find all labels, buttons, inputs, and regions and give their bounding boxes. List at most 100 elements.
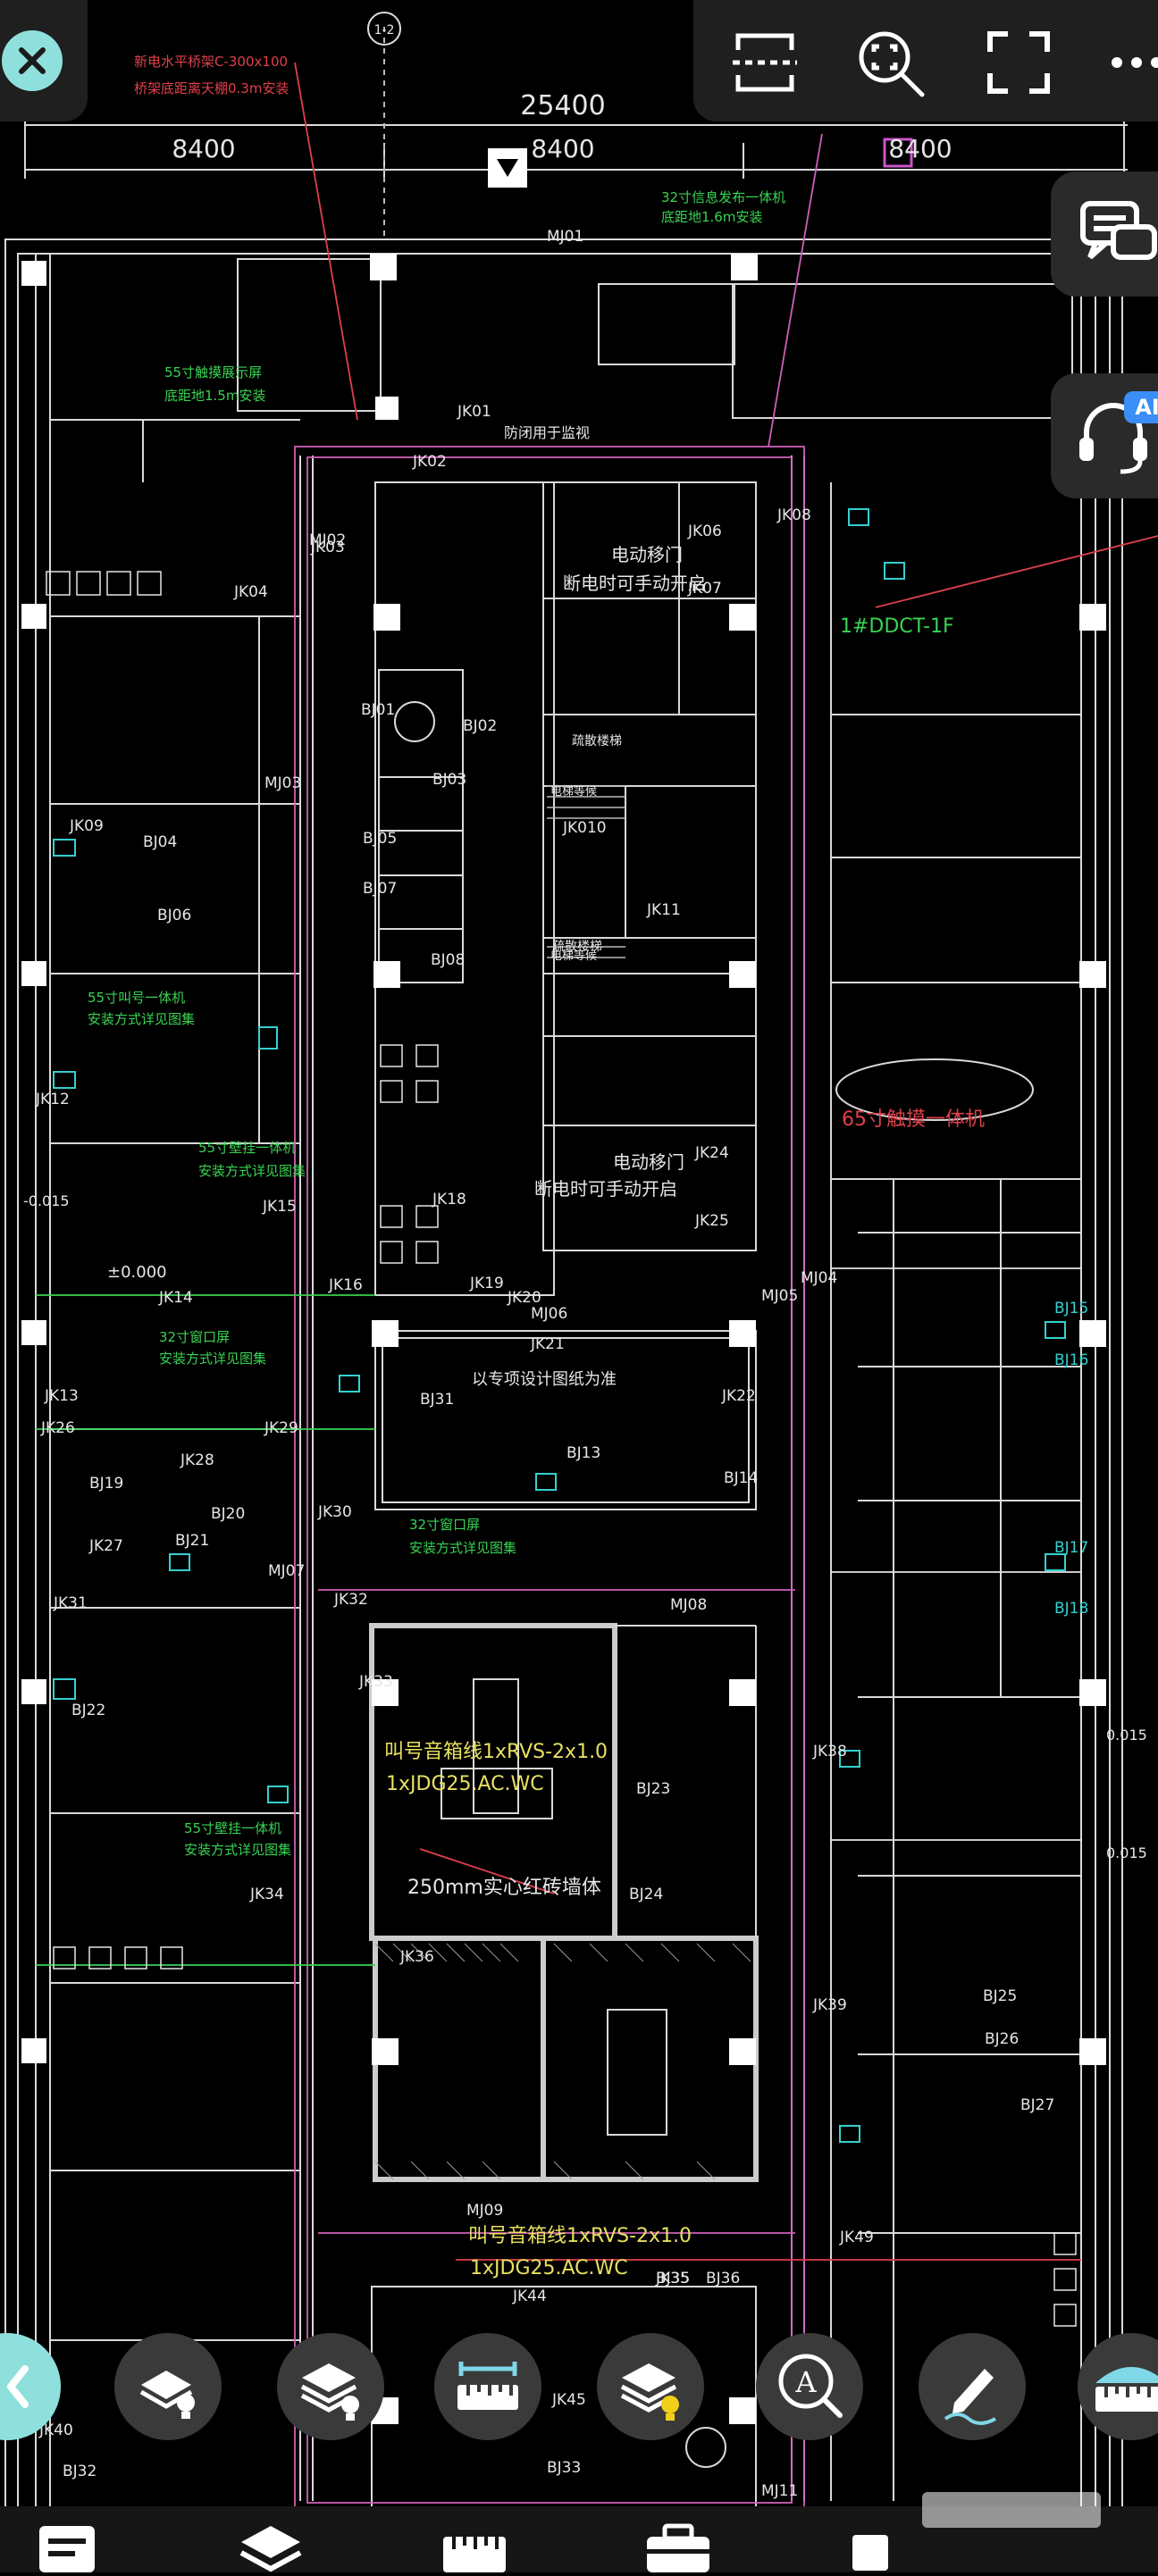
close-button[interactable] bbox=[0, 0, 88, 121]
tag-jk11: JK11 bbox=[646, 901, 681, 919]
markup-pen-icon bbox=[944, 2369, 996, 2425]
layers-manager-button[interactable] bbox=[277, 2333, 384, 2440]
tag-jk39: JK39 bbox=[812, 1996, 847, 2014]
tag-bj24: BJ24 bbox=[629, 1886, 663, 1903]
tag-jk29: JK29 bbox=[264, 1419, 298, 1437]
note-label-16: 1xJDG25.AC.WC bbox=[386, 1773, 544, 1795]
note-label-7: 安装方式详见图集 bbox=[198, 1163, 306, 1179]
tag-jk21: JK21 bbox=[530, 1335, 565, 1353]
tag-jk19: JK19 bbox=[469, 1275, 504, 1292]
tag-bj01: BJ01 bbox=[361, 701, 395, 719]
tag-bj22: BJ22 bbox=[71, 1702, 105, 1719]
tag-bj15: BJ15 bbox=[1054, 1300, 1088, 1317]
tag-jk38: JK38 bbox=[812, 1743, 847, 1761]
tag-bj04: BJ04 bbox=[143, 833, 177, 851]
back-button[interactable] bbox=[0, 2333, 61, 2440]
tag-jk28: JK28 bbox=[180, 1451, 214, 1469]
svg-text:A: A bbox=[794, 2365, 817, 2399]
note-label-11: 安装方式详见图集 bbox=[184, 1842, 291, 1858]
note-label-20: 电动移门 bbox=[611, 544, 683, 565]
crop-button[interactable] bbox=[726, 23, 804, 102]
tag-jk33: JK33 bbox=[358, 1673, 393, 1691]
tag-mj01: MJ01 bbox=[547, 228, 583, 246]
ai-assistant-button[interactable]: AI bbox=[1051, 373, 1158, 498]
tag-jk49: JK49 bbox=[839, 2229, 874, 2246]
tag-mj02: MJ02 bbox=[309, 531, 346, 549]
ruler-tool-button[interactable] bbox=[1078, 2333, 1158, 2440]
tag-jk20: JK20 bbox=[507, 1289, 541, 1307]
tag-bj16: BJ16 bbox=[1054, 1351, 1088, 1369]
tag-mj03: MJ03 bbox=[264, 774, 301, 792]
markup-button[interactable] bbox=[919, 2333, 1026, 2440]
tag-bj13: BJ13 bbox=[566, 1444, 600, 1462]
ai-badge: AI bbox=[1135, 395, 1158, 420]
tab-toolbox[interactable] bbox=[638, 2519, 718, 2572]
tag-jk06: JK06 bbox=[687, 523, 722, 540]
top-toolbar bbox=[693, 0, 1158, 121]
note-label-22: 电动移门 bbox=[613, 1151, 684, 1173]
tag-mj06: MJ06 bbox=[531, 1305, 567, 1323]
text-search-button[interactable]: A bbox=[756, 2333, 863, 2440]
tag-jk03: JK03 bbox=[310, 539, 345, 556]
tag-jk45: JK45 bbox=[551, 2391, 586, 2409]
layers-icon bbox=[239, 2526, 302, 2572]
tag-jk31: JK31 bbox=[53, 1594, 88, 1612]
note-label-2: 55寸触摸展示屏 bbox=[164, 364, 262, 381]
measure-button[interactable] bbox=[434, 2333, 541, 2440]
chat-icon bbox=[1080, 201, 1157, 260]
tag-jk02: JK02 bbox=[412, 453, 447, 471]
tag-bj33: BJ33 bbox=[547, 2459, 581, 2477]
tag-jk24: JK24 bbox=[694, 1144, 729, 1162]
tab-layers[interactable] bbox=[231, 2519, 311, 2572]
layer-visibility-button[interactable] bbox=[114, 2333, 222, 2440]
dim-span-c-label: 8400 bbox=[888, 134, 952, 163]
tag-bj35: BJ35 bbox=[656, 2270, 690, 2287]
tab-measure[interactable] bbox=[434, 2519, 515, 2572]
layer-bulb-icon bbox=[139, 2371, 195, 2419]
ruler-icon bbox=[443, 2537, 506, 2572]
close-icon bbox=[19, 47, 46, 74]
tag-mj05: MJ05 bbox=[761, 1287, 798, 1305]
note-label-34: 防闭用于监视 bbox=[504, 424, 590, 441]
layers-yellow-bulb-icon bbox=[620, 2363, 679, 2421]
headset-ai-icon: AI bbox=[1079, 391, 1158, 474]
tag-bj07: BJ07 bbox=[363, 880, 397, 898]
tag-jk04: JK04 bbox=[233, 583, 268, 601]
tab-more[interactable] bbox=[842, 2519, 922, 2572]
zoom-region-button[interactable] bbox=[851, 23, 929, 102]
note-label-1: 底距地1.6m安装 bbox=[661, 209, 762, 225]
tag-bj05: BJ05 bbox=[363, 830, 397, 848]
note-label-33: 0.015 bbox=[1106, 1844, 1147, 1861]
more-icon bbox=[1112, 57, 1158, 68]
tag-bj25: BJ25 bbox=[983, 1987, 1017, 2005]
tag-bj36: BJ36 bbox=[706, 2270, 740, 2287]
note-label-28: 1#DDCT-1F bbox=[840, 615, 954, 638]
note-label-27: 电梯等候 bbox=[550, 949, 597, 963]
note-label-17: 250mm实心红砖墙体 bbox=[407, 1877, 601, 1899]
tag-bj21: BJ21 bbox=[175, 1532, 209, 1550]
tag-jk25: JK25 bbox=[694, 1212, 729, 1230]
note-label-21: 断电时可手动开启 bbox=[563, 573, 706, 594]
tag-bj17: BJ17 bbox=[1054, 1539, 1088, 1557]
note-label-31: -0.015 bbox=[23, 1192, 70, 1209]
tag-bj20: BJ20 bbox=[211, 1505, 245, 1523]
tag-bj03: BJ03 bbox=[432, 771, 466, 789]
tag-jk27: JK27 bbox=[88, 1537, 123, 1555]
tag-jk010: JK010 bbox=[562, 819, 607, 837]
tag-bj18: BJ18 bbox=[1054, 1600, 1088, 1618]
more-button[interactable] bbox=[1097, 23, 1158, 102]
layer-highlight-button[interactable] bbox=[597, 2333, 704, 2440]
text-search-icon: A bbox=[778, 2354, 843, 2418]
note-label-13: 安装方式详见图集 bbox=[409, 1540, 516, 1556]
note-label-18: 叫号音箱线1xRVS-2x1.0 bbox=[468, 2225, 692, 2247]
note-label-32: 0.015 bbox=[1106, 1727, 1147, 1744]
tag-jk35: JK35 bbox=[655, 2270, 690, 2287]
tag-jk40: JK40 bbox=[38, 2421, 73, 2439]
fullscreen-button[interactable] bbox=[979, 23, 1058, 102]
note-label-3: 底距地1.5m安装 bbox=[164, 388, 265, 404]
note-label-23: 断电时可手动开启 bbox=[534, 1178, 677, 1200]
tag-bj31: BJ31 bbox=[420, 1391, 454, 1409]
tab-document[interactable] bbox=[27, 2519, 107, 2572]
chat-button[interactable] bbox=[1051, 171, 1158, 297]
